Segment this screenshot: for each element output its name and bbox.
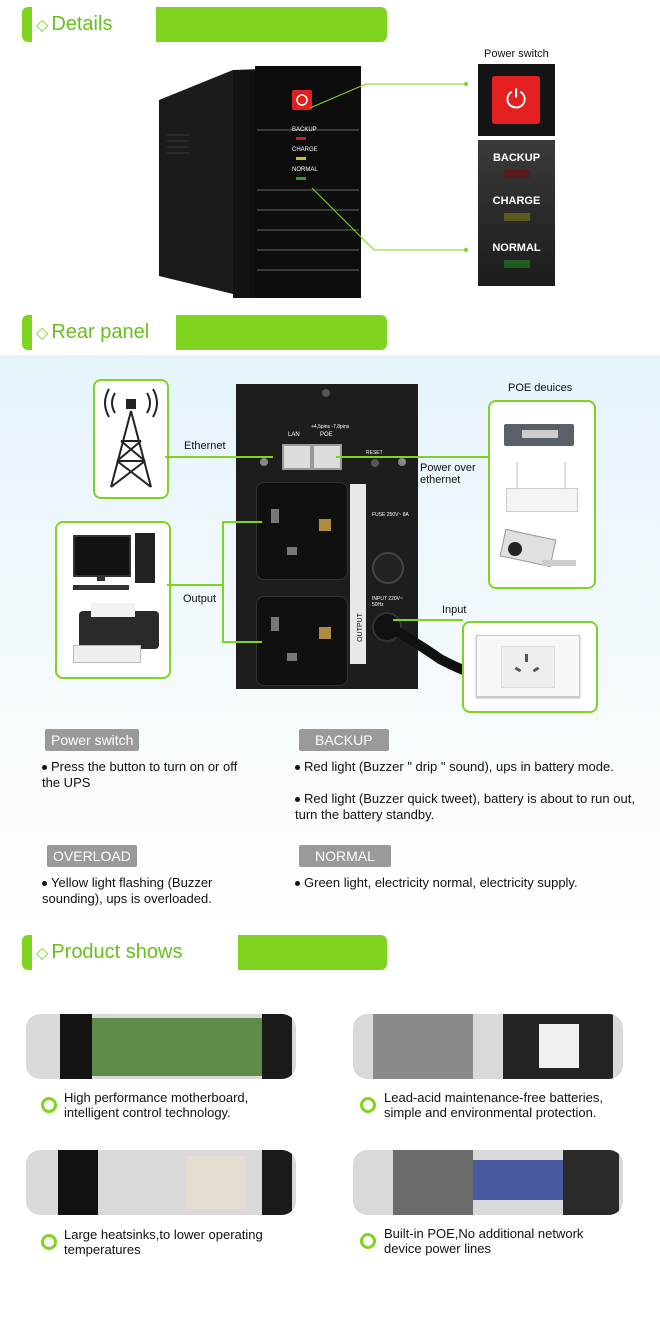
- diamond-icon: ◇: [36, 324, 49, 342]
- power-switch-caption: Power switch: [484, 48, 549, 60]
- poe-devices-box: [488, 400, 596, 589]
- zoom-normal-label: NORMAL: [492, 242, 541, 254]
- ethernet-label: Ethernet: [184, 440, 226, 452]
- zoom-charge-led: [504, 213, 530, 221]
- tag-overload: OVERLOAD: [47, 845, 137, 867]
- computer-image: [73, 531, 157, 591]
- caption-bullet-icon: [41, 1097, 57, 1113]
- caption-battery: Lead-acid maintenance-free batteries, si…: [384, 1090, 603, 1120]
- output-strip: [350, 484, 366, 664]
- tower-icon: [104, 388, 158, 488]
- caption-poe: Built-in POE,No additional network devic…: [384, 1226, 584, 1256]
- led-normal-label: NORMAL: [292, 167, 318, 173]
- details-header: ◇Details: [22, 7, 387, 42]
- socket-top: [256, 482, 348, 580]
- lan-port: [282, 444, 312, 470]
- tag-backup: BACKUP: [299, 729, 389, 751]
- feature-normal-text: Green light, electricity normal, electri…: [295, 875, 655, 891]
- input-line: [393, 619, 463, 621]
- caption-bullet-icon: [360, 1097, 376, 1113]
- ups-front-image: BACKUP CHARGE NORMAL: [155, 62, 365, 300]
- eth-line: [165, 456, 273, 458]
- poe-devices-label: POE deuices: [508, 382, 573, 394]
- diamond-icon: ◇: [36, 16, 49, 34]
- product-photo-battery: [353, 1014, 623, 1079]
- led-backup: [296, 137, 306, 140]
- socket-bottom: [256, 596, 348, 686]
- caption-motherboard: High performance motherboard, intelligen…: [64, 1090, 249, 1120]
- caption-heatsink: Large heatsinks,to lower operating tempe…: [64, 1227, 263, 1257]
- wall-socket: [476, 635, 580, 697]
- switch-image: [504, 410, 580, 452]
- out-line-dev: [167, 584, 222, 586]
- section-title-details: Details: [51, 13, 113, 35]
- led-backup-label: BACKUP: [292, 127, 317, 133]
- led-charge: [296, 157, 306, 160]
- feature-overload-text: Yellow light flashing (Buzzer sounding),…: [42, 875, 213, 906]
- power-icon: ⏻: [492, 76, 540, 124]
- fuse-holder: [372, 552, 404, 584]
- product-shows-header: ◇Product shows: [22, 935, 387, 970]
- feature-backup-text-2: Red light (Buzzer quick tweet), battery …: [295, 791, 635, 822]
- zoom-normal-led: [504, 260, 530, 268]
- power-over-ethernet-label: Power over ethernet: [420, 462, 476, 486]
- caption-bullet-icon: [41, 1234, 57, 1250]
- out-line-top: [222, 521, 262, 523]
- section-title-products: Product shows: [51, 941, 183, 963]
- feature-backup-text-1: Red light (Buzzer " drip " sound), ups i…: [295, 759, 655, 775]
- tag-normal: NORMAL: [299, 845, 391, 867]
- led-charge-label: CHARGE: [292, 147, 318, 153]
- led-normal: [296, 177, 306, 180]
- product-photo-poe: [353, 1150, 623, 1215]
- tag-power-switch: Power switch: [45, 729, 140, 751]
- camera-image: [499, 526, 582, 578]
- reset-button: [371, 459, 379, 467]
- output-label: Output: [183, 593, 217, 605]
- router-image: [502, 462, 582, 516]
- product-photo-motherboard: [26, 1014, 296, 1079]
- connector-lines: [309, 82, 468, 252]
- devices-box: [55, 521, 171, 679]
- feature-power-switch-text: Press the button to turn on or off the U…: [42, 759, 238, 790]
- fuse-label: FUSE 250V~ 8A: [372, 512, 409, 518]
- wall-socket-box: [462, 621, 598, 713]
- zoom-backup-label: BACKUP: [492, 152, 541, 164]
- led-zoom-panel: BACKUP CHARGE NORMAL: [478, 140, 555, 286]
- tower-box: [93, 379, 169, 499]
- poe-line: [336, 456, 488, 458]
- caption-bullet-icon: [360, 1233, 376, 1249]
- product-photo-heatsink: [26, 1150, 296, 1215]
- power-switch-zoom: ⏻: [478, 64, 555, 136]
- diamond-icon: ◇: [36, 944, 49, 962]
- lan-label: LAN: [288, 432, 300, 438]
- reset-label: RESET: [366, 450, 383, 456]
- pins-label: +4,5pins -7,8pins: [311, 424, 350, 430]
- out-line-v: [222, 521, 224, 643]
- rear-panel-header: ◇Rear panel: [22, 315, 387, 350]
- ups-rear-panel: +4,5pins -7,8pins LAN POE RESET OUTPUT F…: [236, 384, 418, 689]
- poe-label: POE: [320, 432, 333, 438]
- out-line-bot: [222, 641, 262, 643]
- input-panel-label: INPUT 220V~ 50Hz: [372, 596, 403, 608]
- section-title-rear: Rear panel: [51, 321, 150, 343]
- zoom-charge-label: CHARGE: [492, 195, 541, 207]
- input-label: Input: [442, 604, 467, 616]
- zoom-backup-led: [504, 170, 530, 178]
- printer-image: [69, 601, 161, 667]
- output-panel-label: OUTPUT: [356, 613, 364, 642]
